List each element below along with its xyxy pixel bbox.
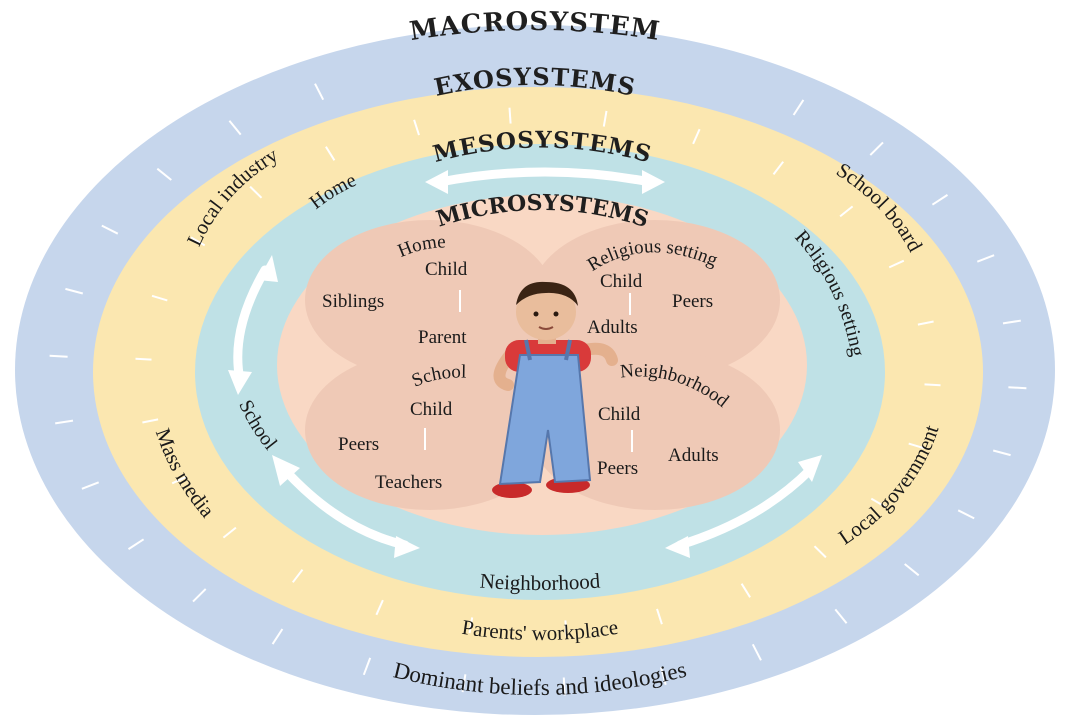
microsystem-lobes [305, 220, 780, 510]
arrowhead [642, 170, 665, 194]
connection-arrow [740, 583, 751, 598]
mesosystem-arrows [233, 167, 815, 550]
arrowhead [798, 455, 822, 482]
connection-arrow [156, 167, 172, 181]
child-eye-right [553, 311, 559, 317]
child-overalls [498, 354, 592, 486]
connection-arrow [602, 110, 608, 127]
neighborhood-adults: Adults [668, 445, 719, 466]
arrowhead [665, 536, 690, 558]
school-peers: Peers [338, 434, 379, 455]
connection-arrow [924, 383, 941, 387]
religious-adults: Adults [587, 317, 638, 338]
lobe-home [305, 220, 555, 380]
connection-arrow [870, 497, 886, 508]
arrowhead [394, 536, 420, 558]
religious-child: Child [600, 271, 643, 292]
lobe-religious [530, 220, 780, 380]
connection-arrow [249, 185, 263, 199]
child-strap-left [524, 339, 532, 361]
connection-arrow [49, 354, 68, 358]
connection-arrow [1008, 386, 1027, 390]
connection-arrow [228, 120, 242, 136]
connection-arrow [564, 620, 568, 637]
connection-arrow [81, 481, 100, 490]
connection-arrow [772, 161, 784, 176]
connection-arrow [468, 617, 474, 634]
connection-arrow [135, 357, 152, 361]
child-hair [516, 281, 578, 306]
connection-arrow [813, 545, 827, 559]
connection-arrow [142, 418, 159, 424]
neighborhood-peers: Peers [597, 458, 638, 479]
connection-arrow [917, 320, 934, 326]
connection-arrow [888, 259, 905, 269]
child-figure [492, 281, 618, 498]
child-mouth [538, 326, 554, 330]
neighborhood-child: Child [598, 404, 641, 425]
connection-arrow [65, 287, 84, 295]
connection-arrow [976, 254, 995, 263]
connection-arrow [656, 608, 663, 625]
connection-arrow [992, 449, 1011, 457]
connection-arrow [692, 128, 701, 145]
connection-arrow [869, 141, 884, 156]
arrowhead [258, 255, 278, 282]
connection-arrow [957, 509, 975, 520]
connection-arrow [461, 674, 467, 693]
connection-arrow [562, 677, 566, 696]
home-siblings: Siblings [322, 291, 384, 312]
school-child: Child [410, 399, 453, 420]
lobe-school [305, 350, 555, 510]
religious-peers: Peers [672, 291, 713, 312]
connection-arrow [839, 205, 854, 218]
lobe-arrows [424, 290, 633, 452]
connection-arrow [660, 667, 667, 686]
connection-arrow [908, 442, 925, 450]
lobe-neighborhood [530, 350, 780, 510]
connection-arrows [49, 83, 1027, 696]
child-shoe-left [492, 482, 532, 498]
home-parent: Parent [418, 327, 467, 348]
mesosystem-arrowheads [228, 170, 822, 558]
school-teachers: Teachers [375, 472, 442, 493]
connection-arrow [151, 294, 168, 302]
connection-arrow [292, 568, 304, 583]
connection-arrow [931, 194, 949, 206]
child-strap-right [564, 339, 572, 361]
connection-arrow [127, 538, 145, 550]
connection-arrow [325, 146, 336, 161]
connection-arrow [190, 236, 206, 247]
connection-arrow [375, 599, 384, 616]
connection-arrow [508, 107, 512, 124]
connection-arrow [1002, 319, 1021, 325]
connection-arrow [751, 643, 762, 661]
connection-arrow [904, 563, 920, 577]
connection-arrow [792, 99, 805, 116]
child-head [516, 284, 576, 340]
child-eye-left [533, 311, 539, 317]
connection-arrow [413, 119, 420, 136]
meso-label-neighborhood: Neighborhood [479, 568, 601, 595]
arrow-home-religious [435, 167, 655, 187]
arrow-school-neighborhood [280, 465, 410, 550]
connection-arrow [314, 83, 325, 101]
home-child: Child [425, 259, 468, 280]
connection-arrow [834, 608, 848, 624]
arrow-home-school [233, 265, 270, 385]
connection-arrow [101, 224, 119, 235]
connection-arrow [271, 628, 284, 645]
arrowhead [272, 455, 300, 486]
arrow-neighborhood-religious [675, 465, 815, 550]
connection-arrow [222, 526, 237, 539]
arrowhead [425, 170, 448, 194]
connection-arrow [55, 419, 74, 425]
arrowhead [228, 370, 252, 395]
connection-arrow [362, 657, 372, 676]
connection-arrow [192, 588, 207, 603]
connection-arrow [171, 475, 188, 485]
